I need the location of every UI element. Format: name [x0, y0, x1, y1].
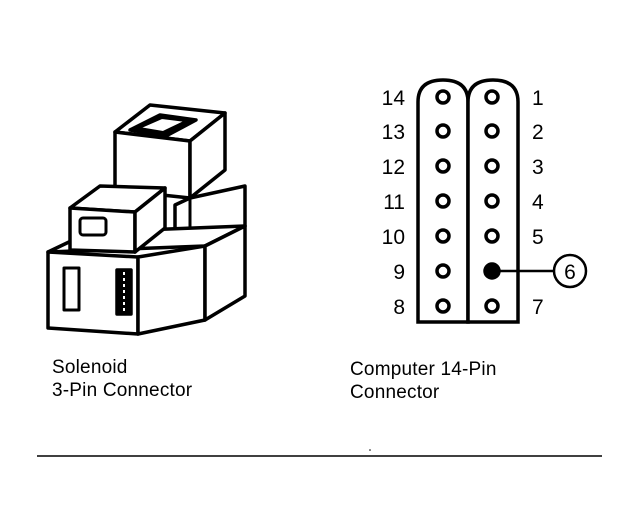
solenoid-top-block-side	[188, 111, 227, 200]
pin-column-left	[435, 89, 451, 314]
pin-6-callout-circle	[552, 253, 588, 289]
pin-number-left: 9	[393, 261, 405, 284]
solenoid-pin-slot-open	[62, 266, 81, 312]
speck	[369, 449, 371, 451]
pin-left-row-4	[435, 193, 451, 209]
pin-number-left: 8	[393, 296, 405, 319]
pin-left-row-2	[435, 123, 451, 139]
pin-right-row-3	[484, 158, 500, 174]
pin-number-right: 7	[532, 296, 544, 319]
solenoid-latch-window	[78, 216, 108, 237]
pin-right-row-2	[484, 123, 500, 139]
pin-right-row-1	[484, 89, 500, 105]
pin-numbers-left: 14 13 12 11 10 9 8	[382, 87, 406, 319]
solenoid-body-right	[136, 244, 207, 336]
solenoid-body-side	[203, 224, 247, 322]
pin-left-row-1	[435, 89, 451, 105]
pin-right-row-7	[484, 298, 500, 314]
pin-number-right: 3	[532, 156, 544, 179]
solenoid-caption: Solenoid 3-Pin Connector	[52, 356, 192, 402]
pin-number-right: 4	[532, 191, 544, 214]
pin-number-right: 2	[532, 121, 544, 144]
pin-right-row-5	[484, 228, 500, 244]
pin-number-left: 11	[383, 191, 405, 214]
pin-number-left: 13	[382, 121, 405, 144]
pin-6-filled	[483, 262, 501, 280]
computer-caption-line1: Computer 14-Pin	[350, 359, 497, 380]
pin-left-row-6	[435, 263, 451, 279]
pin-6-callout-number: 6	[564, 261, 576, 284]
computer-connector-caption: Computer 14-Pin Connector	[350, 358, 497, 404]
solenoid-top-slot-inner	[138, 117, 187, 133]
pin-left-row-5	[435, 228, 451, 244]
pin-number-left: 14	[382, 87, 406, 110]
computer-caption-line2: Connector	[350, 382, 440, 403]
pin-number-left: 12	[382, 156, 405, 179]
pin-number-right: 1	[532, 87, 544, 110]
solenoid-latch-side	[133, 186, 167, 254]
pin-number-right: 5	[532, 226, 544, 249]
pin-left-row-7	[435, 298, 451, 314]
pin-numbers-right: 1 2 3 4 5 7	[532, 87, 544, 319]
solenoid-caption-line2: 3-Pin Connector	[52, 380, 193, 401]
pin-column-right	[483, 89, 501, 314]
solenoid-caption-line1: Solenoid	[52, 357, 128, 378]
pin-number-left: 10	[382, 226, 405, 249]
solenoid-connector-illustration	[46, 103, 247, 336]
pin-right-row-4	[484, 193, 500, 209]
pin-left-row-3	[435, 158, 451, 174]
